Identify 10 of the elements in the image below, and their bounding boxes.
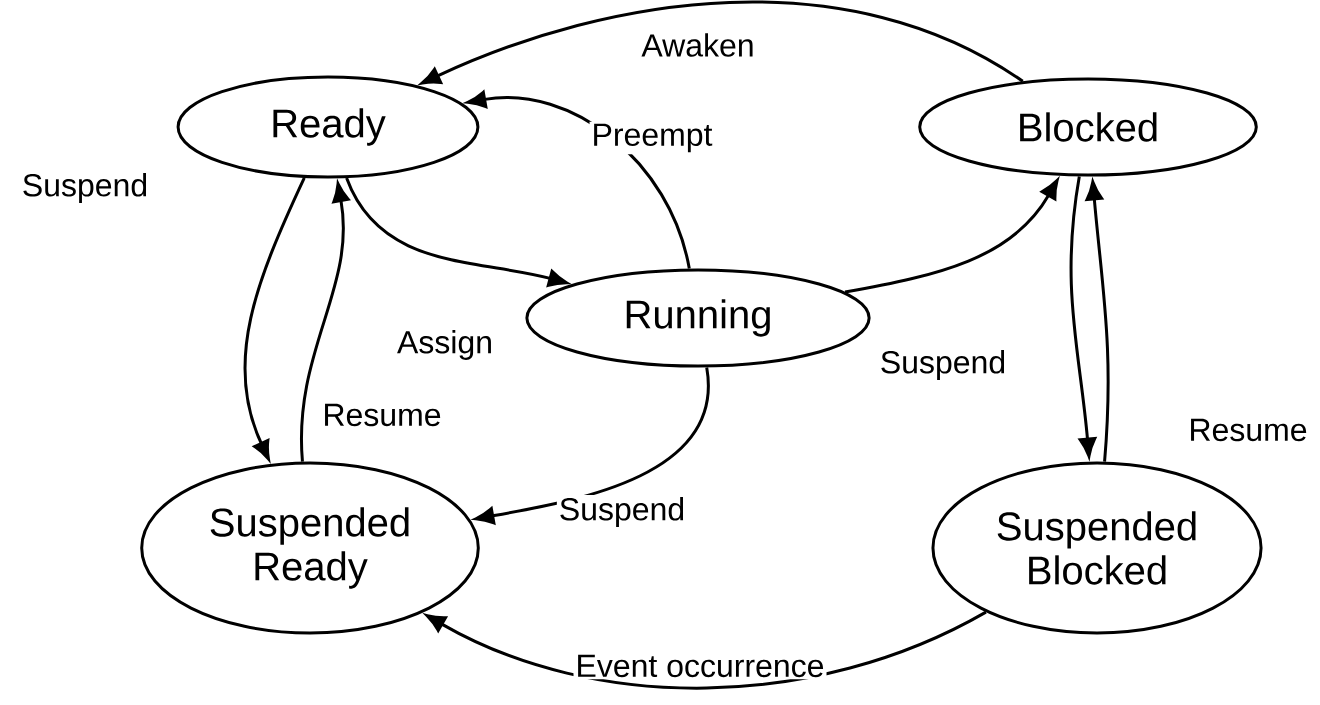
edge-label: Suspend (19, 171, 151, 205)
arrow (420, 0, 1024, 85)
edge-label: Suspend (877, 348, 1009, 382)
edge-label: Resume (320, 401, 444, 429)
edge-label: Preempt (589, 121, 715, 155)
edge-label: Assign (395, 328, 496, 362)
edge-label: Awaken (639, 31, 757, 59)
edge-label: Event occurrence (573, 652, 827, 680)
edge-label: Resume (1186, 416, 1310, 444)
arrow (425, 610, 987, 690)
